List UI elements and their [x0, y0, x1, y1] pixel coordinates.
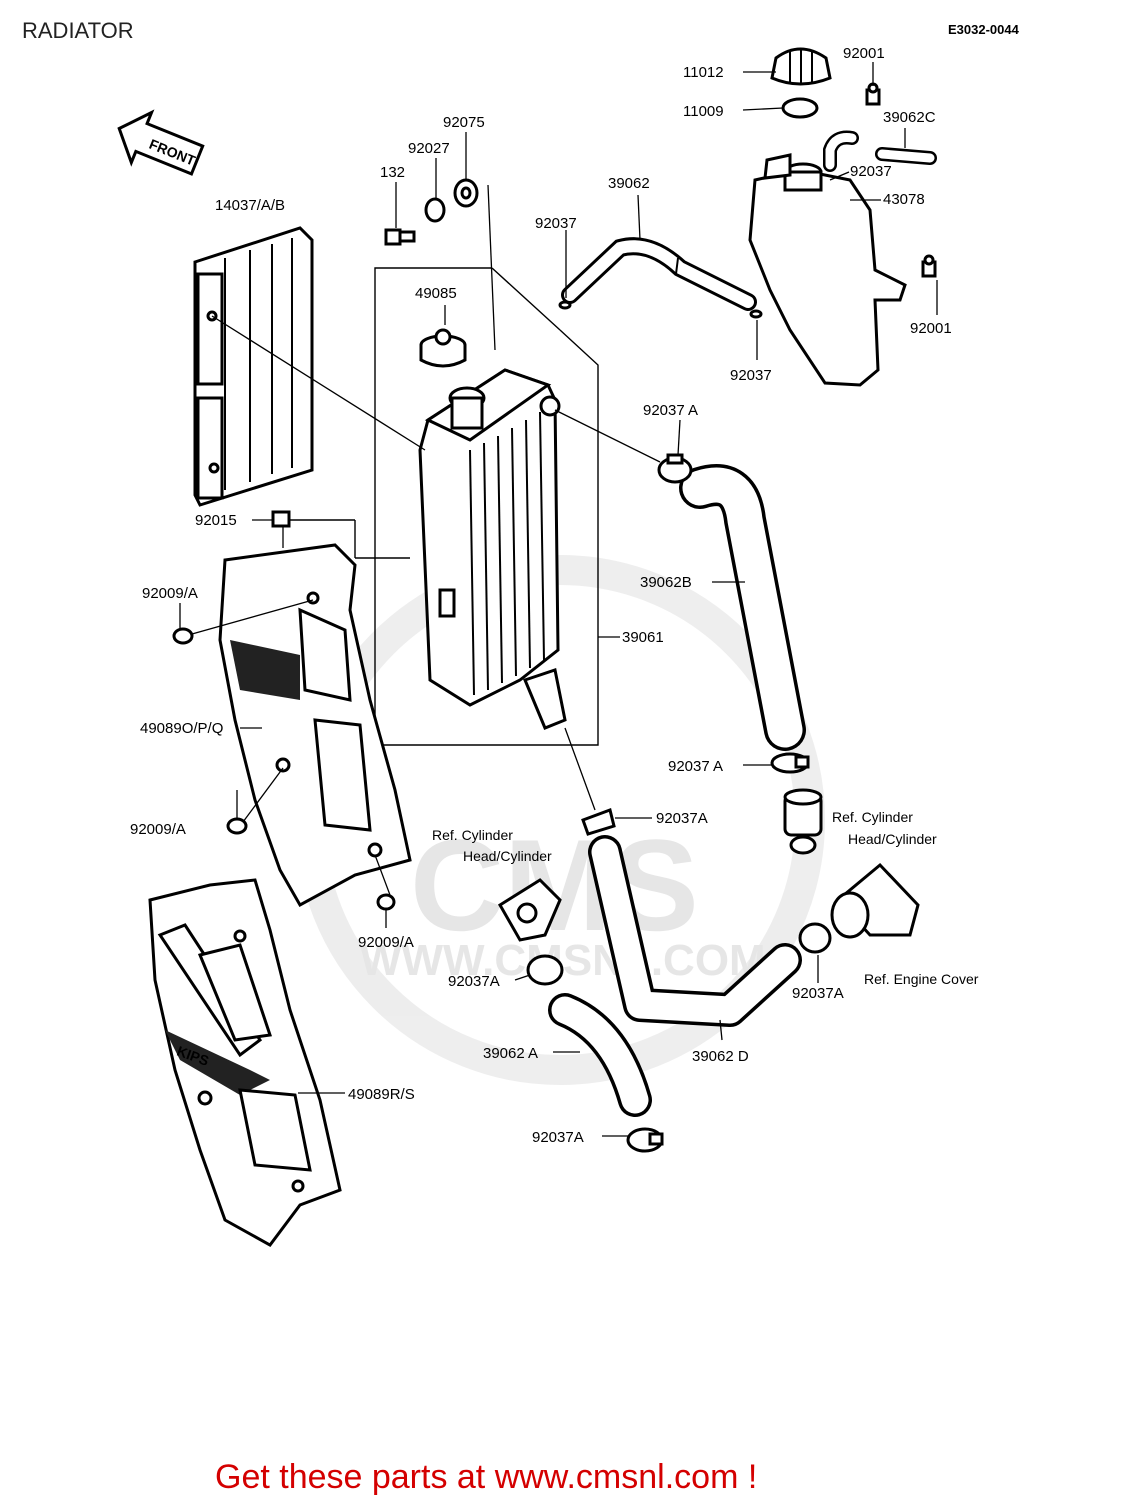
label-92037a-6: 92037A — [532, 1129, 584, 1146]
upper-hose — [679, 464, 806, 751]
diagram-code: E3032-0044 — [948, 22, 1020, 37]
label-92015: 92015 — [195, 512, 237, 529]
clip-right — [749, 309, 763, 319]
label-39062: 39062 — [608, 175, 650, 192]
lower-hose-d — [588, 835, 802, 1027]
label-92075: 92075 — [443, 114, 485, 131]
ref-cylinder-head-right-line1: Ref. Cylinder — [832, 809, 913, 825]
reference-notes: Ref. Cylinder Head/Cylinder Ref. Cylinde… — [432, 809, 979, 987]
radiator-shroud-lower: KIPS — [148, 878, 342, 1247]
hose-clamp-6 — [626, 1127, 664, 1153]
label-49089rs: 49089R/S — [348, 1086, 415, 1103]
hose-clamp-2 — [770, 752, 810, 774]
leader-lines — [179, 62, 938, 1137]
label-92009a-1: 92009/A — [142, 585, 198, 602]
radiator-shroud-upper — [218, 543, 412, 908]
label-39062b: 39062B — [640, 574, 692, 591]
watermark-url: WWW.CMSNL.COM — [360, 936, 766, 985]
label-11009: 11009 — [683, 103, 724, 120]
label-92037a-3: 92037A — [656, 810, 708, 827]
radiator-cap — [419, 328, 467, 368]
label-49089opq: 49089O/P/Q — [140, 720, 223, 737]
hose-clamp-3 — [581, 808, 616, 836]
bolt-132 — [384, 228, 416, 246]
watermark-brand: CMS — [410, 812, 699, 958]
front-arrow-icon: FRONT — [117, 109, 205, 176]
label-92037a-top: 92037 A — [643, 402, 698, 419]
label-92037-lower: 92037 — [730, 367, 772, 384]
label-14037: 14037/A/B — [215, 197, 285, 214]
washer-92027 — [424, 197, 446, 223]
radiator-louver — [193, 226, 314, 507]
ref-cylinder-head-left-line1: Ref. Cylinder — [432, 827, 513, 843]
radiator-core — [418, 368, 567, 730]
label-39062d: 39062 D — [692, 1048, 749, 1065]
grommet-92075 — [453, 178, 479, 208]
label-11012: 11012 — [683, 64, 724, 81]
label-49085: 49085 — [415, 285, 457, 302]
overflow-hose — [561, 237, 757, 311]
fastener-92015 — [271, 510, 291, 528]
hose-clamp-4 — [526, 954, 564, 986]
watermark: CMS WWW.CMSNL.COM — [295, 555, 825, 1085]
engine-cover-fitting — [830, 862, 920, 939]
fastener-92009-1 — [172, 627, 194, 645]
label-39062c: 39062C — [883, 109, 936, 126]
label-92037-left: 92037 — [535, 215, 577, 232]
label-92009a-2: 92009/A — [130, 821, 186, 838]
cylinder-fitting-left — [497, 878, 562, 942]
label-92001-top: 92001 — [843, 45, 885, 62]
ref-engine-cover: Ref. Engine Cover — [864, 971, 979, 987]
screw-side — [921, 254, 937, 278]
lower-hose-a — [548, 993, 652, 1117]
label-39062a: 39062 A — [483, 1045, 538, 1062]
label-39061: 39061 — [622, 629, 664, 646]
promo-link[interactable]: Get these parts at www.cmsnl.com ! — [215, 1458, 757, 1496]
label-132: 132 — [380, 164, 405, 181]
label-92037a-2: 92037 A — [668, 758, 723, 775]
fastener-92009-2 — [226, 817, 248, 835]
part-labels: 11012 92001 11009 39062C 92037 43078 920… — [130, 45, 952, 1146]
cylinder-fitting-right — [783, 788, 823, 855]
hose-clamp-5 — [798, 922, 832, 954]
ref-cylinder-head-right-line2: Head/Cylinder — [848, 831, 937, 847]
assembly-bracket — [286, 267, 599, 746]
diagram-title: RADIATOR — [22, 18, 134, 43]
fastener-92009-3 — [376, 893, 396, 911]
label-92027: 92027 — [408, 140, 450, 157]
label-92037a-4: 92037A — [448, 973, 500, 990]
label-43078: 43078 — [883, 191, 925, 208]
clip-left — [558, 300, 572, 310]
tank-cap — [770, 47, 832, 86]
breather-hose — [823, 130, 937, 172]
label-92037-tank: 92037 — [850, 163, 892, 180]
hose-clamp-1 — [657, 453, 693, 484]
cap-gasket — [781, 97, 819, 119]
ref-cylinder-head-left-line2: Head/Cylinder — [463, 848, 552, 864]
screw-top — [865, 82, 881, 106]
label-92037a-5: 92037A — [792, 985, 844, 1002]
reserve-tank — [748, 153, 907, 387]
label-92001-side: 92001 — [910, 320, 952, 337]
label-92009a-3: 92009/A — [358, 934, 414, 951]
